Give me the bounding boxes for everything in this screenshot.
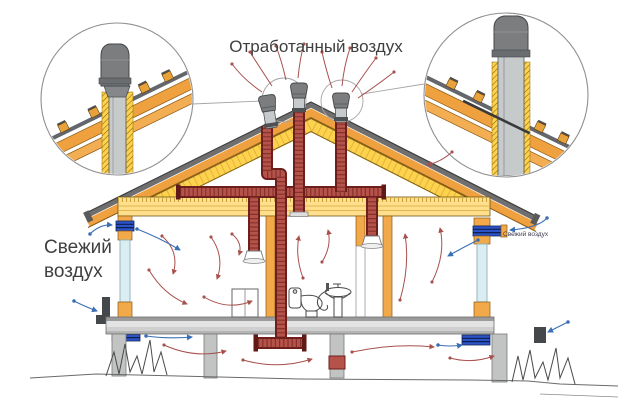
right-detail-inset: [423, 12, 589, 178]
inset-circle-border: [40, 22, 194, 176]
vent-cap: [100, 43, 130, 87]
fresh-air-arrow: [72, 299, 98, 313]
fresh-air-arrow: [436, 342, 463, 349]
air-arrow: [147, 268, 188, 305]
air-arrow: [426, 150, 454, 167]
ceiling-grille: [289, 211, 309, 217]
ground: [29, 339, 618, 398]
fresh-air-arrows: [72, 216, 570, 349]
inset-circle-border: [423, 12, 589, 178]
bathroom-riser-duct: [261, 126, 287, 346]
exhaust-arrow: [248, 50, 273, 87]
inset-duct-assembly: [491, 15, 531, 176]
vent-cap: [290, 82, 308, 99]
fresh-air-valve-right-top: [472, 225, 502, 237]
insulation-strip: [491, 61, 499, 176]
exhaust-arrow: [351, 56, 378, 93]
fresh-air-label-line1: Свежий: [44, 237, 112, 258]
floor: [105, 316, 495, 335]
exhaust-air-arrows: [230, 42, 396, 99]
air-arrow: [295, 235, 305, 280]
pile: [203, 333, 218, 379]
fresh-air-arrow: [508, 216, 549, 233]
roof-vent-3: [332, 92, 350, 123]
eave-cap: [83, 210, 94, 223]
left-detail-inset: [40, 22, 194, 176]
window-right: [476, 243, 488, 303]
exhaust-arrow: [320, 50, 333, 89]
exhaust-duct-network: [176, 110, 386, 352]
exhaust-air-label: Отработанный воздух: [229, 37, 403, 56]
roof-wood-layer: [86, 108, 538, 231]
crawl-vent-right: [461, 334, 491, 346]
window-left: [119, 239, 131, 303]
brick-pier: [328, 355, 346, 370]
insulation-strip: [523, 61, 531, 176]
shower-head: [326, 283, 329, 291]
roof-vent-1: [258, 94, 279, 130]
exhaust-arrow: [357, 70, 396, 99]
roof-vent-2: [290, 82, 308, 113]
air-arrow: [398, 233, 409, 302]
exhaust-arrow: [230, 62, 263, 93]
fresh-air-arrow: [88, 221, 114, 236]
air-arrow: [162, 343, 227, 355]
wall-top-plate: [473, 217, 491, 227]
air-arrow: [209, 235, 222, 280]
inset-duct-assembly: [98, 43, 134, 174]
ceiling-diffuser-1: [242, 197, 266, 264]
fresh-air-arrow: [135, 227, 181, 251]
outdoor-vent-box-right: [534, 327, 546, 343]
grass-left: [105, 339, 168, 377]
exhaust-arrow: [274, 44, 287, 81]
outdoor-duct-elbow-left: [102, 297, 110, 319]
vent-pipe: [108, 87, 127, 174]
fresh-air-label-small: Свежий воздух: [503, 230, 549, 238]
exhaust-arrow: [297, 42, 306, 79]
air-arrow: [350, 343, 435, 354]
vent-cap: [332, 92, 350, 109]
room-air-arrows: [147, 150, 454, 306]
vent-cap: [493, 15, 529, 57]
ceiling-diffuser-2: [360, 197, 384, 249]
fresh-air-arrow: [447, 238, 480, 257]
pile: [491, 333, 508, 383]
leader-line: [191, 100, 263, 105]
insulation-strip: [101, 91, 110, 174]
ground-line: [29, 373, 618, 387]
crawl-space-duct: [253, 334, 307, 352]
partition-wall: [265, 215, 276, 319]
roof-metal-layer: [86, 102, 538, 222]
roof-vents: [258, 82, 350, 130]
partition-wall: [382, 215, 393, 319]
fresh-air-arrow: [144, 334, 194, 341]
leader-line: [361, 83, 425, 95]
fresh-air-label-line2: воздух: [44, 261, 103, 282]
vent-pipe: [497, 55, 525, 176]
fresh-air-arrow: [547, 320, 570, 333]
air-arrow: [430, 227, 444, 284]
shower-hose: [316, 290, 328, 311]
grass-right: [511, 347, 576, 385]
crawl-air-arrows: [162, 343, 495, 366]
foundation: [111, 333, 508, 383]
ridge-riser-duct: [289, 110, 309, 217]
air-arrow: [202, 295, 253, 306]
insulation-strip: [125, 91, 134, 174]
air-arrow: [448, 354, 495, 362]
air-arrow: [241, 357, 313, 366]
air-arrow: [320, 229, 332, 264]
fresh-air-valve-left-top: [115, 220, 135, 232]
exhaust-arrow: [341, 46, 352, 87]
sink: [316, 283, 352, 318]
pile: [111, 333, 127, 377]
air-arrow: [230, 232, 244, 256]
door: [355, 245, 366, 318]
toilet: [288, 287, 323, 318]
